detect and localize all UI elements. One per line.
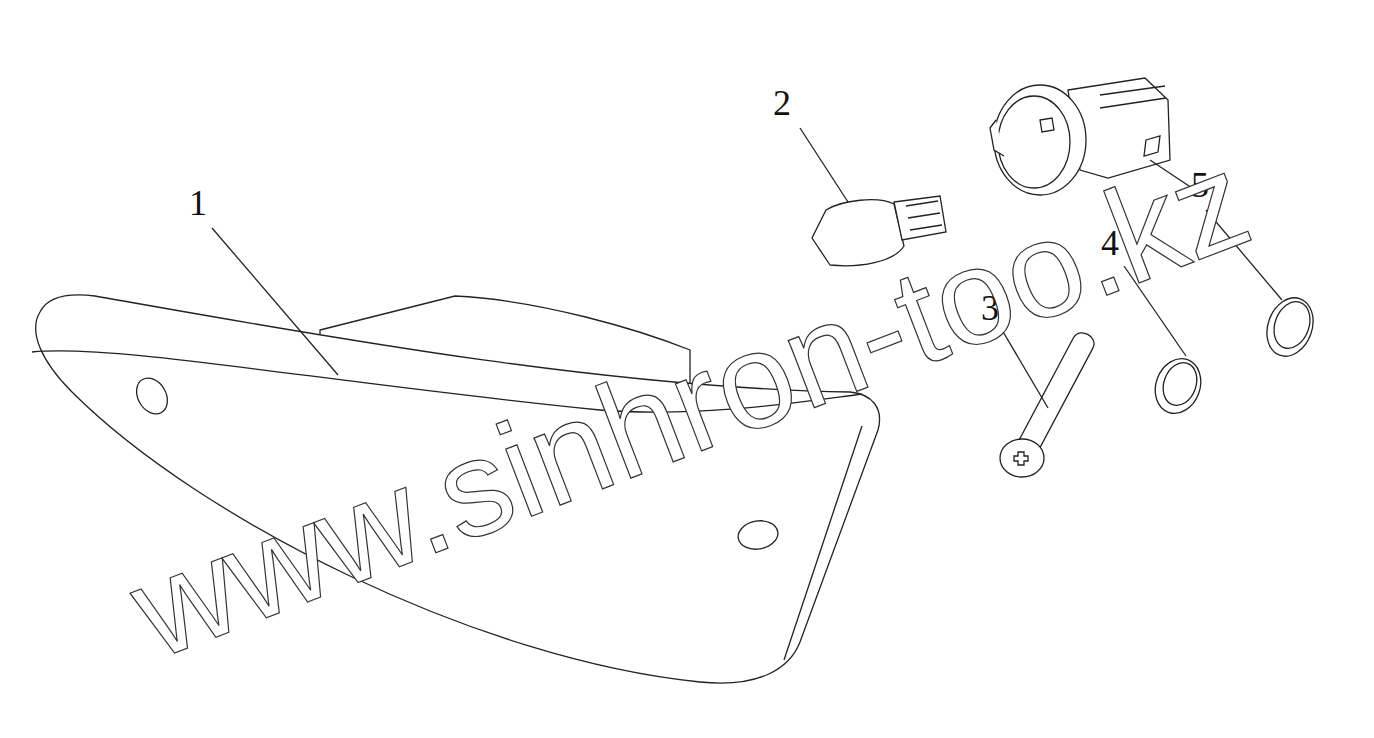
washer <box>1259 291 1321 362</box>
callout-number: 1 <box>189 185 207 221</box>
callout-number: 2 <box>773 85 791 121</box>
washer <box>1148 352 1208 420</box>
